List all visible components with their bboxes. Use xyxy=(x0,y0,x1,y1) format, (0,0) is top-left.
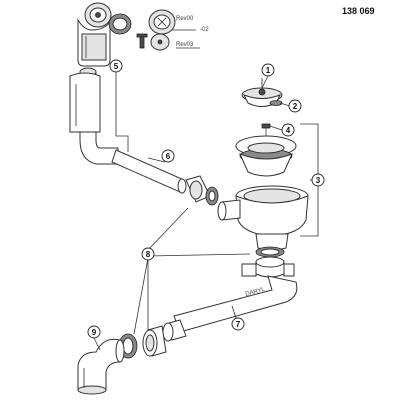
overflow-hose-extension xyxy=(111,149,187,194)
strainer-seal xyxy=(269,100,283,106)
rev-label-a-suffix: -02 xyxy=(200,27,209,33)
siphon-gasket xyxy=(255,246,285,258)
siphon-pipe: DARYL xyxy=(162,275,298,342)
overflow-body xyxy=(77,18,111,67)
callout-2-label: 2 xyxy=(293,102,298,111)
callout-4-label: 4 xyxy=(286,126,291,135)
callout-4: 4 xyxy=(281,123,295,137)
callout-9: 9 xyxy=(87,325,101,339)
hose-connector-nut xyxy=(185,175,219,206)
rev-label-b: Rev03 xyxy=(176,42,194,48)
callout-6-label: 6 xyxy=(166,152,171,161)
overflow-hose xyxy=(69,67,119,165)
callout-6: 6 xyxy=(161,149,175,163)
callout-3: 3 xyxy=(311,173,325,187)
callout-7: 7 xyxy=(231,317,245,331)
overflow-gasket xyxy=(108,13,132,35)
overflow-rosette xyxy=(148,9,176,35)
rev-label-a: Rev00 xyxy=(176,16,194,22)
callout-5: 5 xyxy=(109,59,123,73)
brand-label: DARYL xyxy=(245,286,266,297)
callout-2: 2 xyxy=(288,99,302,113)
callout-9-label: 9 xyxy=(92,328,97,337)
callout-8: 8 xyxy=(141,247,155,261)
outlet-elbow xyxy=(77,338,125,395)
callout-1: 1 xyxy=(261,63,275,77)
callout-1-label: 1 xyxy=(266,66,271,75)
callout-5-label: 5 xyxy=(114,62,119,71)
callout-7-label: 7 xyxy=(236,320,241,329)
elbow-nut xyxy=(142,325,167,357)
document-number: 138 069 xyxy=(342,6,375,16)
overflow-cap xyxy=(84,2,112,28)
overflow-screw xyxy=(136,33,148,49)
callout-3-label: 3 xyxy=(316,176,321,185)
siphon-nut xyxy=(241,256,295,278)
sink-flange xyxy=(235,123,297,177)
overflow-clip xyxy=(150,33,170,51)
callout-8-label: 8 xyxy=(146,250,151,259)
drain-body xyxy=(217,185,309,251)
